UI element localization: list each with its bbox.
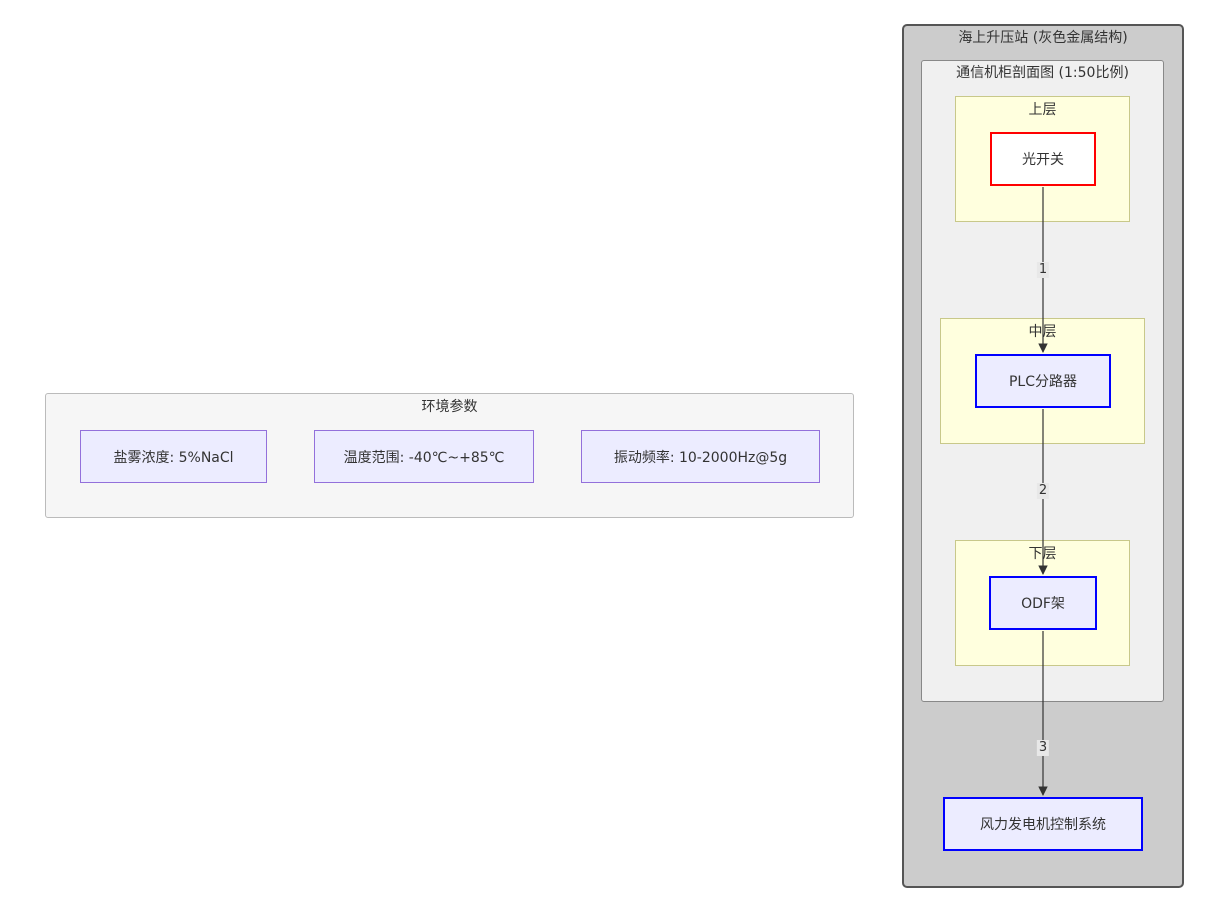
vibration-frequency-node: 振动频率: 10-2000Hz@5g: [581, 430, 820, 483]
plc-splitter-node: PLC分路器: [975, 354, 1111, 408]
temperature-range-node: 温度范围: -40℃~+85℃: [314, 430, 534, 483]
salt-spray-node: 盐雾浓度: 5%NaCl: [80, 430, 267, 483]
station-title: 海上升压站 (灰色金属结构): [958, 30, 1128, 46]
environment-cluster: 环境参数 盐雾浓度: 5%NaCl 温度范围: -40℃~+85℃ 振动频率: …: [45, 393, 854, 518]
cabinet-title: 通信机柜剖面图 (1:50比例): [956, 65, 1129, 81]
edge-label-2: 2: [1036, 483, 1050, 499]
environment-title: 环境参数: [421, 399, 478, 415]
lower-layer-title: 下层: [1028, 546, 1057, 562]
wind-turbine-control-node: 风力发电机控制系统: [943, 797, 1143, 851]
upper-layer-title: 上层: [1028, 102, 1057, 118]
optical-switch-node: 光开关: [990, 132, 1096, 186]
edge-label-1: 1: [1036, 262, 1050, 278]
odf-rack-node: ODF架: [989, 576, 1097, 630]
middle-layer-title: 中层: [1028, 324, 1057, 340]
edge-label-3: 3: [1036, 740, 1050, 756]
